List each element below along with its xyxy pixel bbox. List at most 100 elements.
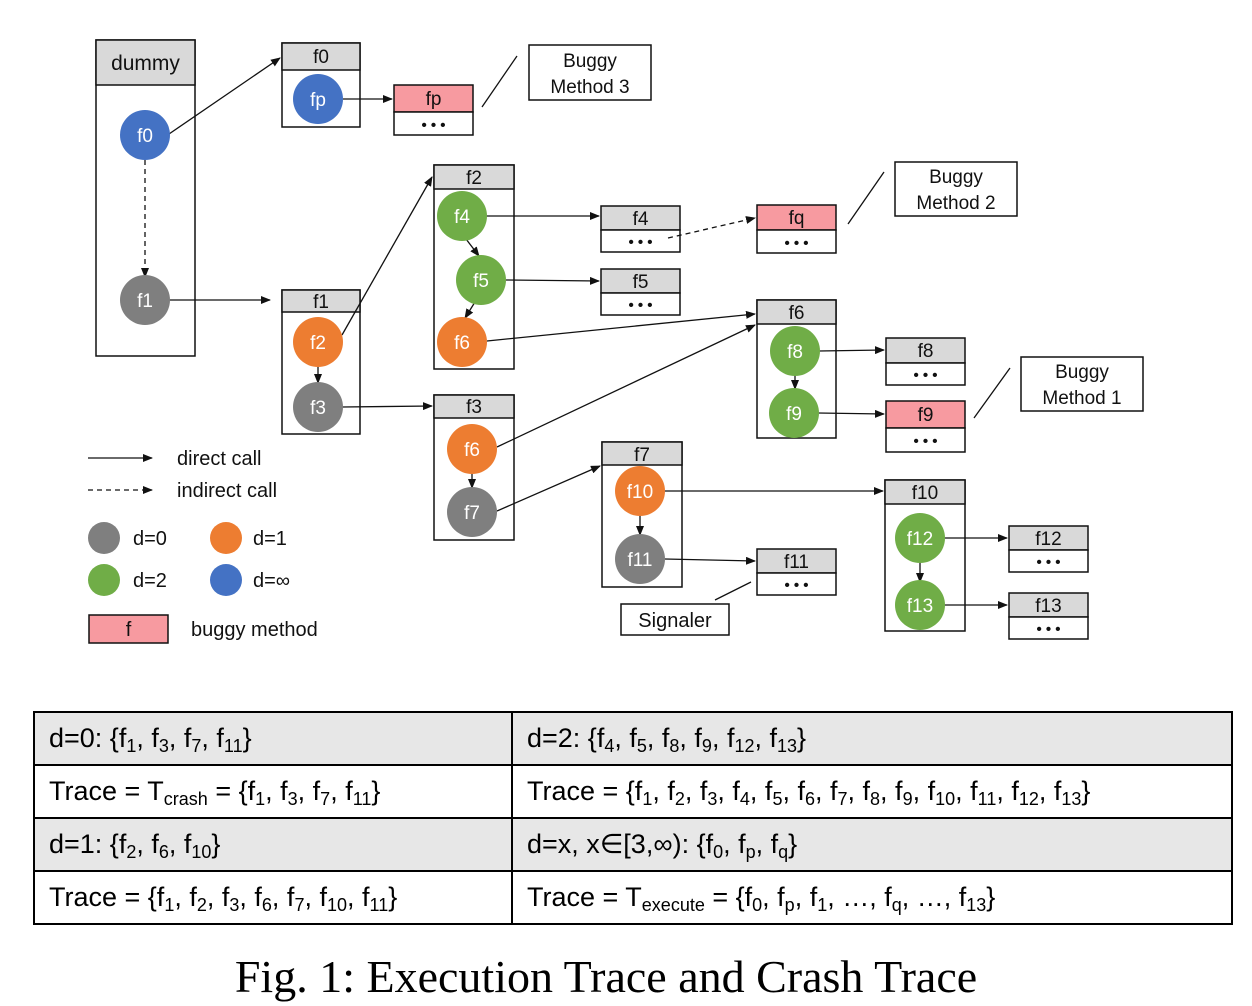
- edge-f6-to-frame-f6: [486, 310, 756, 342]
- box-fp: fp • • •: [393, 84, 474, 136]
- box-f5: f5 • • •: [600, 268, 681, 316]
- box-f13-label: f13: [1035, 596, 1061, 617]
- box-f9-dots: • • •: [913, 433, 937, 450]
- frame-f1-title: f1: [313, 292, 329, 313]
- box-f11: f11 • • •: [756, 548, 837, 596]
- legend-d2-label: d=2: [133, 570, 167, 592]
- edge-f4-to-f5: [465, 238, 480, 257]
- node-f4: f4: [437, 191, 487, 241]
- node-f11: f11: [615, 534, 665, 584]
- edge-f6b-to-frame-f6: [496, 324, 756, 448]
- callout-bm3-line2: Method 3: [550, 77, 629, 98]
- edge-f7-to-frame-f7: [496, 465, 601, 512]
- legend-indirect-label: indirect call: [177, 480, 277, 502]
- node-f6-in-f3: f6: [447, 424, 497, 474]
- call-graph-diagram: dummy f0 f1 f2 f3 f6 f7 f10 fp •: [88, 39, 1144, 644]
- box-fp-label: fp: [426, 89, 442, 110]
- node-f8-label: f8: [787, 342, 803, 363]
- box-f12-dots: • • •: [1036, 554, 1060, 571]
- table-row: d=1: {f2, f6, f10} d=x, x∈[3,∞): {f0, fp…: [33, 817, 1233, 872]
- box-f4: f4 • • •: [600, 205, 681, 253]
- legend-d1-label: d=1: [253, 528, 287, 550]
- box-fp-dots: • • •: [421, 117, 445, 134]
- frame-dummy-title: dummy: [111, 52, 180, 75]
- node-f3-label: f3: [310, 398, 326, 419]
- legend-direct-label: direct call: [177, 448, 261, 470]
- frame-f7-title: f7: [634, 445, 650, 466]
- edge-f5-to-f6: [464, 301, 476, 319]
- edge-f9-to-box-f9: [817, 409, 885, 418]
- box-fq-dots: • • •: [784, 235, 808, 252]
- box-fq: fq • • •: [756, 204, 837, 254]
- table-row: Trace = Tcrash = {f1, f3, f7, f11} Trace…: [33, 764, 1233, 819]
- legend-d1-swatch: [210, 522, 242, 554]
- node-fp: fp: [293, 74, 343, 124]
- box-f11-label: f11: [784, 552, 809, 573]
- edge-f2-to-frame-f2: [341, 176, 433, 336]
- node-f0-label: f0: [137, 126, 153, 147]
- node-f11-label: f11: [627, 550, 652, 571]
- callout-buggy-method-2: Buggy Method 2: [847, 161, 1018, 225]
- node-f10: f10: [615, 466, 665, 516]
- frame-f3-title: f3: [466, 397, 482, 418]
- callout-buggy-method-1: Buggy Method 1: [973, 356, 1144, 419]
- box-f9-label: f9: [918, 405, 934, 426]
- edge-f8-to-box-f8: [818, 346, 885, 355]
- node-f3: f3: [293, 382, 343, 432]
- node-f12: f12: [895, 513, 945, 563]
- callout-bm3-line1: Buggy: [563, 51, 617, 72]
- frame-f10-title: f10: [912, 483, 938, 504]
- legend-buggy-swatch-label: f: [126, 619, 132, 641]
- box-f8: f8 • • •: [885, 337, 966, 386]
- box-f11-dots: • • •: [784, 577, 808, 594]
- legend-d2-swatch: [88, 564, 120, 596]
- callout-bm1-line2: Method 1: [1042, 388, 1121, 409]
- node-f13-label: f13: [907, 596, 933, 617]
- box-f9: f9 • • •: [885, 400, 966, 453]
- node-f9: f9: [769, 388, 819, 438]
- node-f1-label: f1: [137, 291, 153, 312]
- cell-dx-set: d=x, x∈[3,∞): {f0, fp, fq}: [511, 817, 1233, 872]
- frame-f2-title: f2: [466, 168, 482, 189]
- box-f8-dots: • • •: [913, 367, 937, 384]
- box-fq-label: fq: [789, 208, 805, 229]
- cell-d2-trace: Trace = {f1, f2, f3, f4, f5, f6, f7, f8,…: [511, 764, 1233, 819]
- cell-d0-trace: Trace = Tcrash = {f1, f3, f7, f11}: [33, 764, 513, 819]
- frame-f0-title: f0: [313, 47, 329, 68]
- callout-signaler-label: Signaler: [638, 610, 712, 632]
- node-f10-label: f10: [627, 482, 653, 503]
- node-f4-label: f4: [454, 207, 470, 228]
- callout-bm1-line1: Buggy: [1055, 362, 1109, 383]
- node-f6-in-f3-label: f6: [464, 440, 480, 461]
- cell-d2-set: d=2: {f4, f5, f8, f9, f12, f13}: [511, 711, 1233, 766]
- table-row: Trace = {f1, f2, f3, f6, f7, f10, f11} T…: [33, 870, 1233, 925]
- callout-bm2-line2: Method 2: [916, 193, 995, 214]
- legend-d0-label: d=0: [133, 528, 167, 550]
- legend-buggy-swatch: [88, 614, 169, 644]
- cell-dx-trace: Trace = Texecute = {f0, fp, f1, …, fq, ……: [511, 870, 1233, 925]
- node-f2-label: f2: [310, 333, 326, 354]
- node-f9-label: f9: [786, 404, 802, 425]
- node-f5: f5: [456, 255, 506, 305]
- node-f1: f1: [120, 275, 170, 325]
- figure-caption: Fig. 1: Execution Trace and Crash Trace: [234, 951, 978, 1002]
- node-f6-in-f2: f6: [437, 317, 487, 367]
- box-f12-label: f12: [1035, 529, 1061, 550]
- box-f4-label: f4: [633, 209, 649, 230]
- node-f7-label: f7: [464, 503, 480, 524]
- legend-d0-swatch: [88, 522, 120, 554]
- node-f2: f2: [293, 317, 343, 367]
- edge-f3-to-frame-f3: [341, 402, 433, 411]
- cell-d0-set: d=0: {f1, f3, f7, f11}: [33, 711, 513, 766]
- cell-d1-trace: Trace = {f1, f2, f3, f6, f7, f10, f11}: [33, 870, 513, 925]
- box-f13: f13 • • •: [1008, 592, 1089, 640]
- legend-dinf-swatch: [210, 564, 242, 596]
- legend-dinf-label: d=∞: [253, 570, 290, 592]
- legend-buggy-label: buggy method: [191, 619, 318, 641]
- edge-f0-to-frame-f0: [168, 57, 281, 135]
- edge-f4-to-fq-indirect: [667, 216, 756, 239]
- node-f12-label: f12: [907, 529, 933, 550]
- node-f6-in-f2-label: f6: [454, 333, 470, 354]
- callout-bm2-line1: Buggy: [929, 167, 983, 188]
- node-f8: f8: [770, 326, 820, 376]
